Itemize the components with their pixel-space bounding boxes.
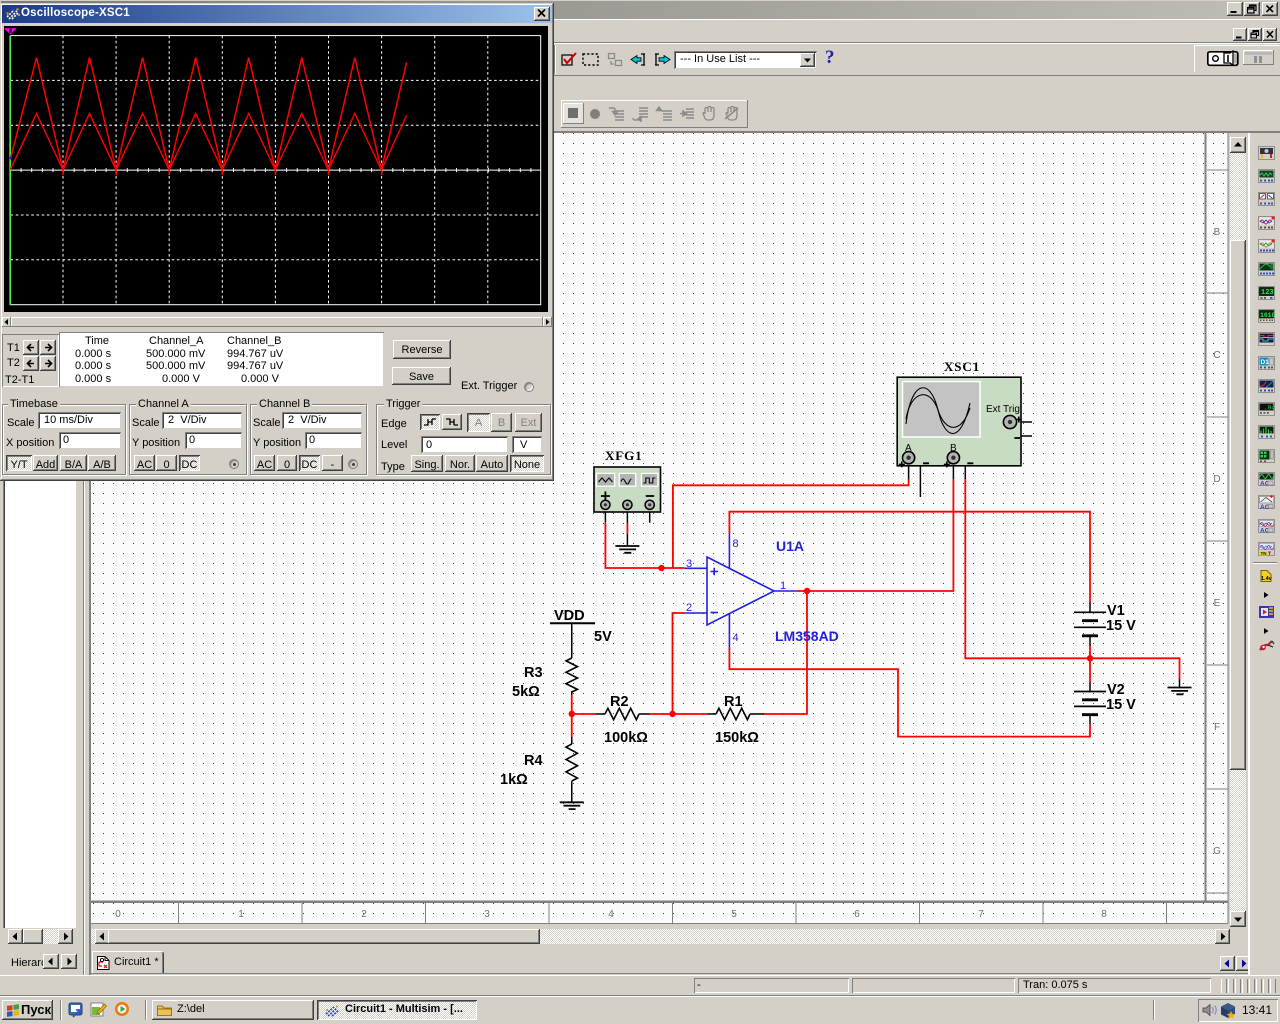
svg-text:100kΩ: 100kΩ [604, 730, 648, 746]
svg-text:B: B [950, 443, 957, 454]
svg-text:VDD: VDD [554, 608, 585, 624]
svg-text:G: G [1213, 846, 1221, 857]
svg-text:E: E [1214, 598, 1221, 609]
svg-text:F: F [1214, 722, 1220, 733]
svg-text:2: 2 [686, 602, 692, 614]
svg-text:LM358AD: LM358AD [775, 628, 839, 644]
svg-text:D: D [1213, 474, 1220, 485]
svg-text:1kΩ: 1kΩ [500, 772, 528, 788]
svg-text:AG: AG [1260, 504, 1270, 510]
svg-text:8: 8 [1101, 909, 1107, 920]
svg-text:R2: R2 [610, 694, 629, 710]
svg-text:5kΩ: 5kΩ [512, 684, 540, 700]
svg-text:123: 123 [1261, 289, 1274, 297]
svg-text:R1: R1 [724, 694, 743, 710]
svg-text:XSC1: XSC1 [944, 359, 980, 374]
svg-text:0: 0 [115, 909, 121, 920]
svg-text:U1A: U1A [776, 538, 804, 554]
svg-text:5V: 5V [594, 629, 612, 645]
svg-text:R4: R4 [524, 753, 543, 769]
svg-text:3: 3 [686, 558, 692, 570]
svg-text:5: 5 [731, 909, 737, 920]
svg-text:1.4v: 1.4v [1261, 576, 1273, 582]
svg-text:.04: .04 [1264, 405, 1275, 412]
svg-text:15 V: 15 V [1106, 697, 1136, 713]
svg-text:3: 3 [484, 909, 490, 920]
svg-text:4: 4 [608, 909, 614, 920]
svg-text:6: 6 [854, 909, 860, 920]
svg-text:15 V: 15 V [1106, 618, 1136, 634]
svg-text:R3: R3 [524, 665, 543, 681]
svg-text:D1: D1 [1261, 359, 1270, 366]
svg-text:8: 8 [733, 538, 739, 550]
svg-text:1: 1 [780, 580, 786, 592]
svg-text:V2: V2 [1107, 682, 1125, 698]
svg-text:Ext Trig: Ext Trig [986, 404, 1020, 415]
svg-text:XFG1: XFG1 [605, 448, 643, 463]
svg-text:4: 4 [733, 632, 739, 644]
svg-text:V1: V1 [1107, 603, 1125, 619]
svg-text:2: 2 [361, 909, 367, 920]
svg-text:AG: AG [1260, 527, 1270, 534]
svg-text:B: B [1214, 227, 1221, 238]
svg-text:C: C [1213, 350, 1220, 361]
svg-text:1010: 1010 [1260, 312, 1275, 319]
svg-text:7: 7 [978, 909, 984, 920]
svg-text:TN: TN [1261, 551, 1267, 556]
svg-text:1: 1 [238, 909, 244, 920]
svg-text:A: A [905, 443, 912, 454]
svg-text:AG: AG [1260, 481, 1270, 488]
svg-text:150kΩ: 150kΩ [715, 730, 759, 746]
